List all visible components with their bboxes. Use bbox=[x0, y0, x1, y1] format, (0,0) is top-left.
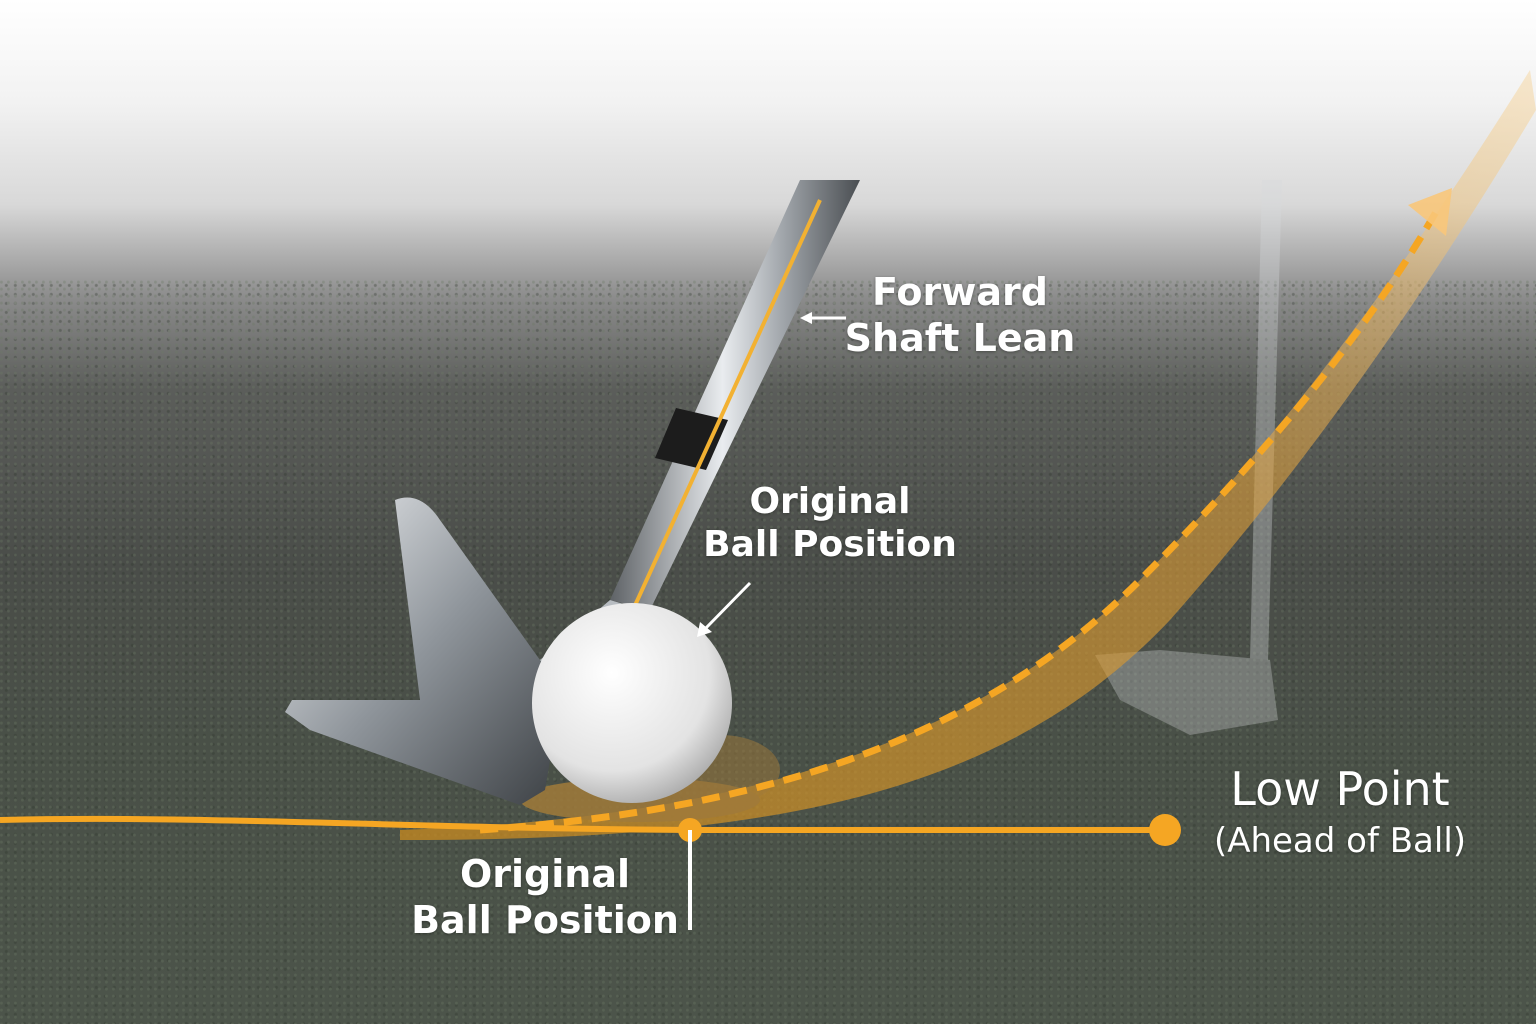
dashed-swing-path bbox=[479, 203, 1444, 834]
forward-shaft-lean-label: Forward Shaft Lean bbox=[844, 270, 1076, 360]
low-point-marker bbox=[1149, 814, 1181, 846]
arrow-down-left-icon bbox=[697, 581, 752, 637]
grass-texture bbox=[0, 280, 1536, 1024]
shaft-lean-line bbox=[630, 199, 822, 613]
low-point-label: Low Point (Ahead of Ball) bbox=[1213, 762, 1467, 862]
wedge-club-head bbox=[285, 497, 560, 805]
original-ball-position-label-bottom: Original Ball Position bbox=[411, 852, 679, 942]
club-ferrule bbox=[655, 408, 728, 470]
ghost-club-followthrough bbox=[1095, 180, 1282, 735]
original-ball-position-label-top: Original Ball Position bbox=[703, 481, 957, 566]
attack-angle-line bbox=[0, 815, 1165, 833]
arrow-left-icon bbox=[800, 312, 846, 324]
dashed-arrow-path-icon bbox=[1408, 188, 1452, 236]
golf-ball bbox=[532, 603, 732, 803]
club-shaft bbox=[610, 180, 860, 610]
